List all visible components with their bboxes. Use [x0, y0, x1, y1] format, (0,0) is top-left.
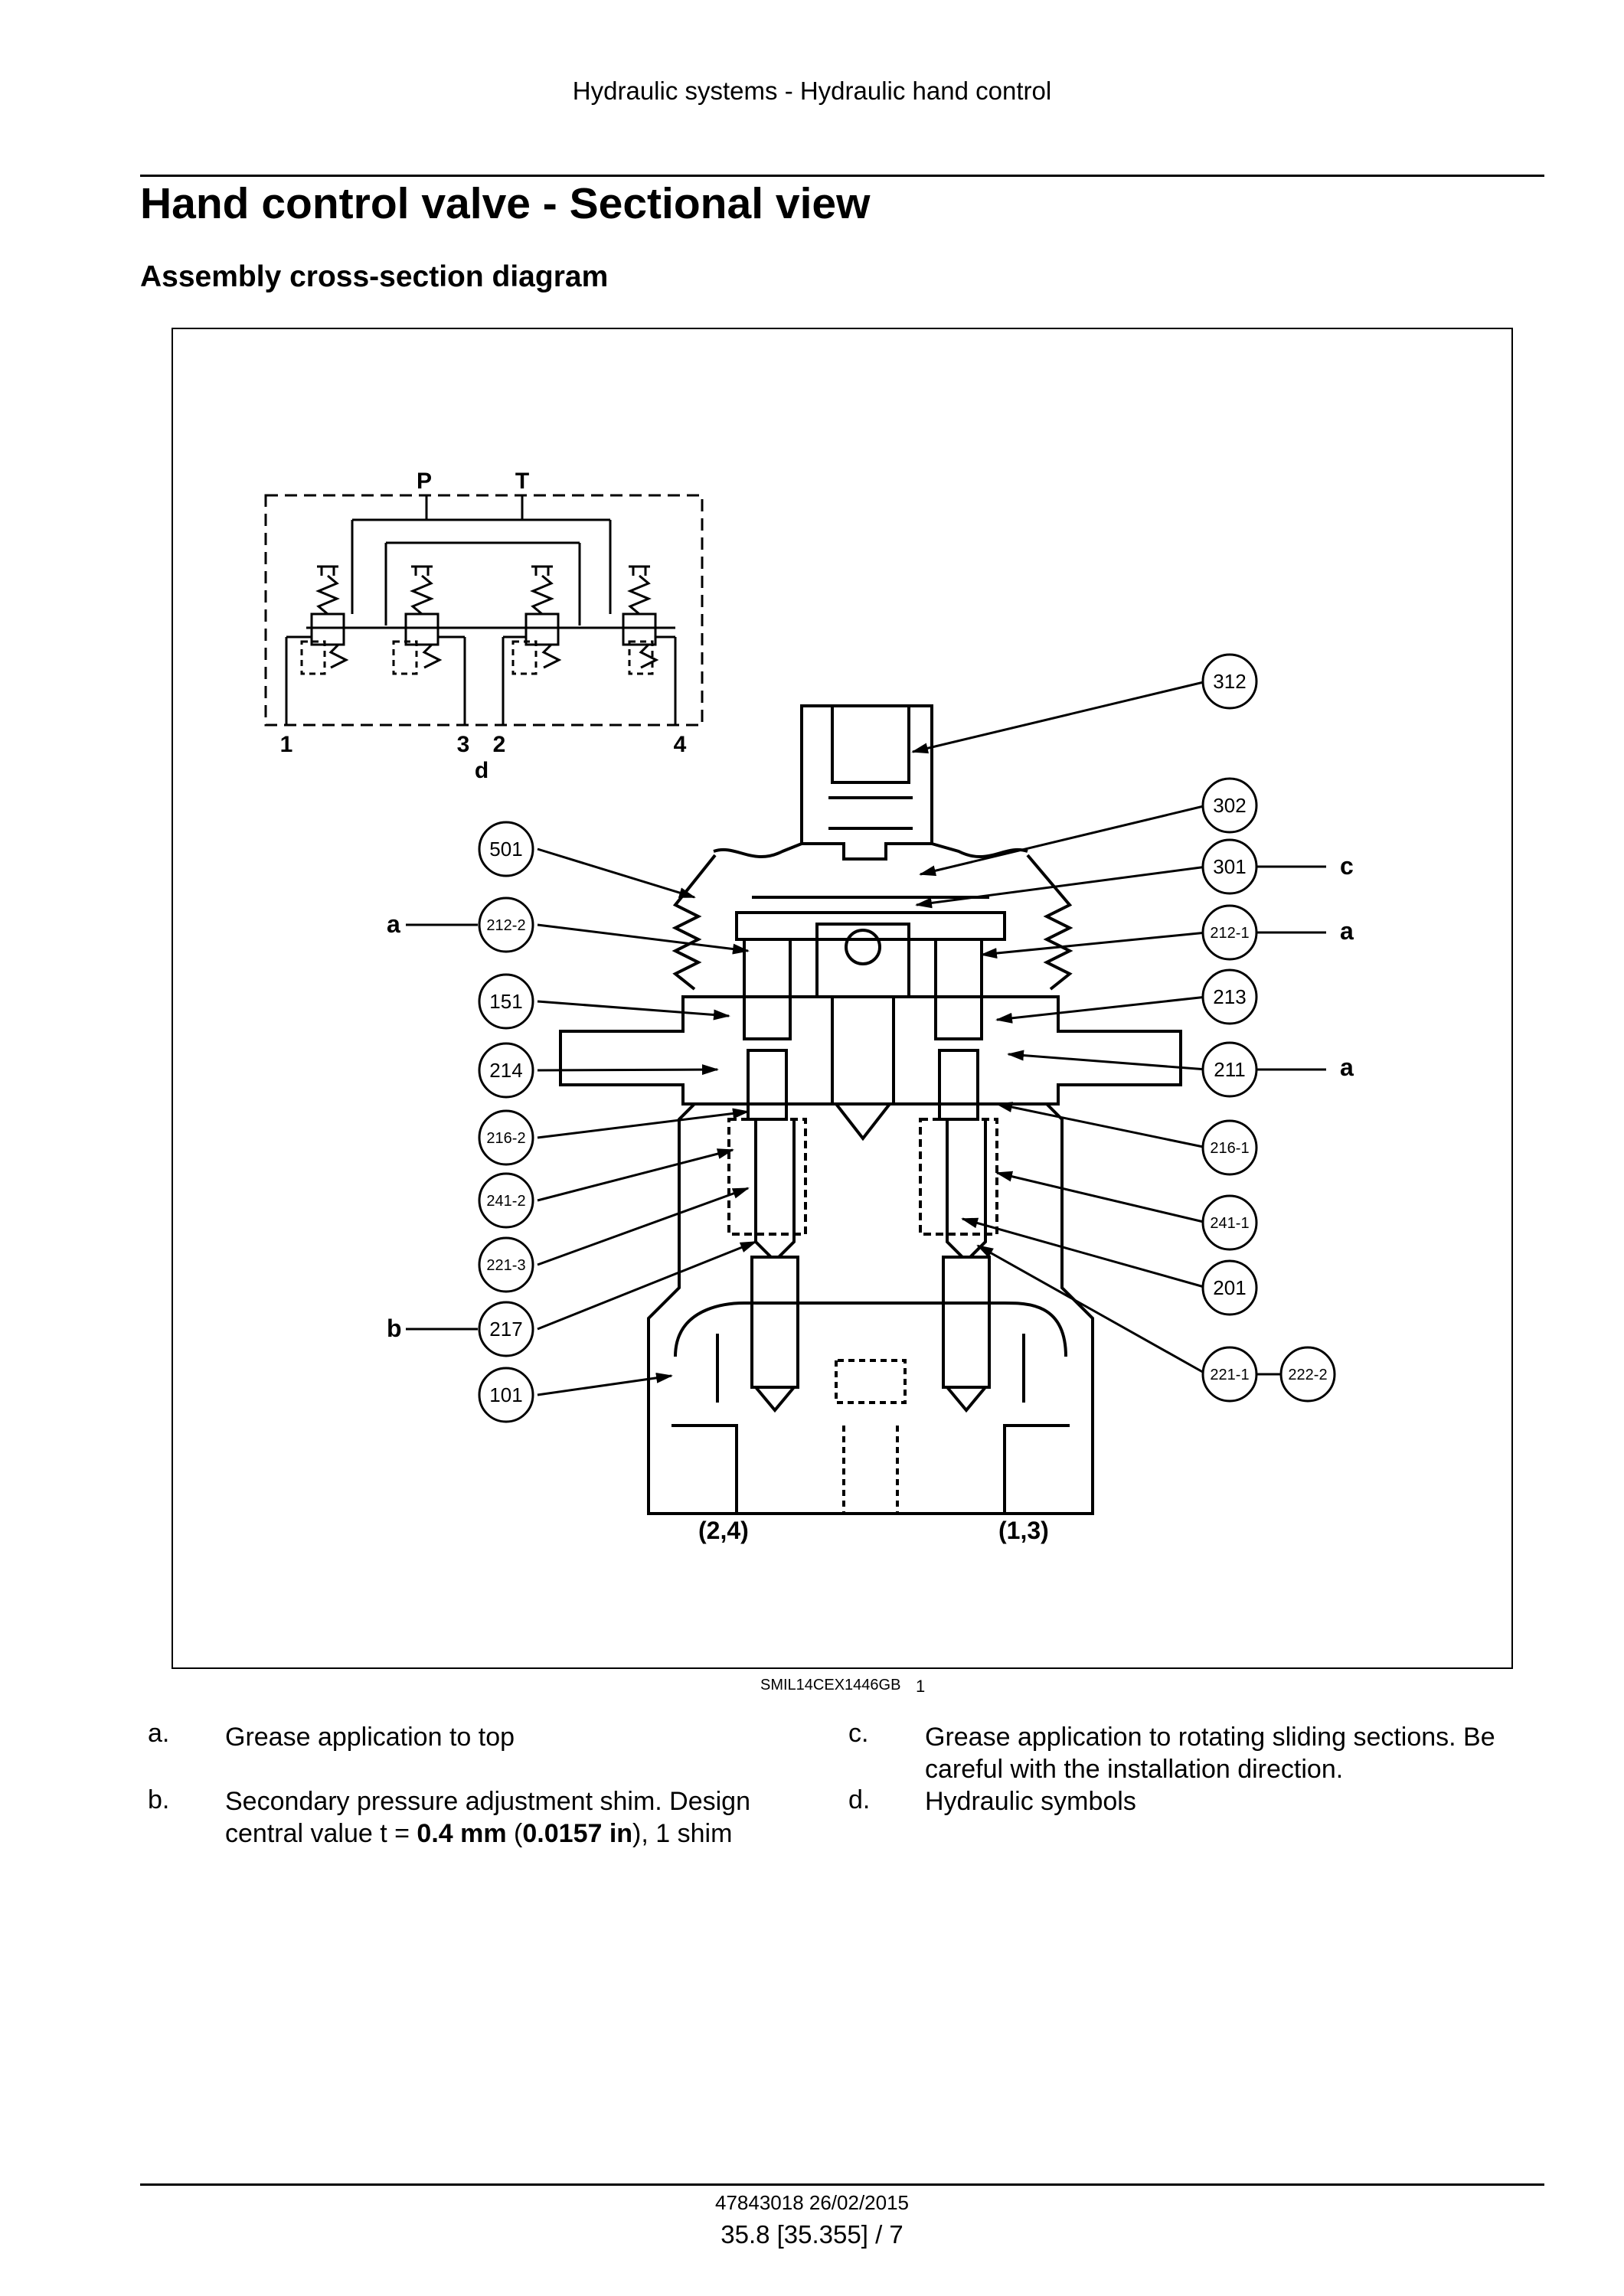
legend-text-b-part2: (: [506, 1819, 523, 1848]
legend-text-b-part1: Secondary pressure adjustment shim. Desi…: [225, 1787, 750, 1848]
callout-212-1: 212-1: [1210, 925, 1249, 942]
callout-217: 217: [489, 1318, 522, 1341]
legend-text-b-in: 0.0157 in: [522, 1819, 633, 1848]
legend-text-b-mm: 0.4 mm: [417, 1819, 507, 1848]
leader-lines: [537, 680, 1207, 1396]
callout-212-2: 212-2: [486, 917, 525, 934]
callout-241-1: 241-1: [1210, 1215, 1249, 1232]
cross-section-diagram: P T 1 3 2 4 d: [264, 469, 1354, 1544]
legend-key-b: b.: [148, 1785, 170, 1814]
schematic-outlet-2: 2: [493, 732, 506, 757]
schematic-outlet-4: 4: [674, 732, 687, 757]
section-subtitle: Assembly cross-section diagram: [140, 260, 609, 293]
port-label-2-4: (2,4): [698, 1517, 749, 1544]
schematic-outlet-3: 3: [457, 732, 470, 757]
legend-text-c: Grease application to rotating sliding s…: [925, 1723, 1495, 1784]
tag-a-lower-right: a: [1340, 1053, 1354, 1081]
callout-211: 211: [1214, 1058, 1245, 1081]
legend-key-c: c.: [848, 1719, 869, 1748]
callout-301: 301: [1213, 855, 1246, 878]
callout-213: 213: [1213, 985, 1246, 1008]
callout-101: 101: [489, 1383, 522, 1406]
figure-number: 1: [916, 1677, 926, 1696]
callout-214: 214: [489, 1059, 522, 1082]
callout-501: 501: [489, 838, 522, 861]
callout-221-3: 221-3: [486, 1257, 525, 1274]
figure-reference-code: SMIL14CEX1446GB: [760, 1677, 901, 1693]
callout-151: 151: [489, 990, 522, 1013]
callout-302: 302: [1213, 794, 1246, 817]
header-rule: [140, 175, 1544, 177]
callout-216-1: 216-1: [1210, 1140, 1249, 1157]
tag-b: b: [387, 1315, 402, 1342]
legend-key-a: a.: [148, 1719, 170, 1748]
callout-222-2: 222-2: [1288, 1367, 1327, 1383]
legend-text-a: Grease application to top: [225, 1723, 515, 1752]
schematic-port-p: P: [417, 469, 432, 494]
callout-216-2: 216-2: [486, 1130, 525, 1147]
callout-221-1: 221-1: [1210, 1367, 1249, 1383]
callout-312: 312: [1213, 670, 1246, 693]
callout-201: 201: [1213, 1276, 1246, 1299]
legend-key-d: d.: [848, 1785, 871, 1814]
footer-page-ref: 35.8 [35.355] / 7: [721, 2220, 903, 2249]
schematic-symbol-d: d: [475, 758, 489, 783]
tag-a-left: a: [387, 910, 400, 938]
tag-c: c: [1340, 852, 1354, 880]
schematic-outlet-1: 1: [280, 732, 293, 757]
legend-text-b: Secondary pressure adjustment shim. Desi…: [225, 1785, 807, 1850]
running-header: Hydraulic systems - Hydraulic hand contr…: [572, 77, 1052, 105]
footer-doc-id: 47843018 26/02/2015: [714, 2191, 910, 2214]
figure-frame: P T 1 3 2 4 d: [172, 328, 1513, 1669]
page-title: Hand control valve - Sectional view: [140, 179, 871, 228]
tag-a-upper-right: a: [1340, 917, 1354, 945]
legend-text-b-part3: ), 1 shim: [632, 1819, 733, 1848]
hydraulic-schematic: [264, 494, 704, 727]
legend-text-d: Hydraulic symbols: [925, 1787, 1136, 1816]
valve-body: [559, 704, 1182, 1515]
footer-rule: [140, 2183, 1544, 2186]
callout-241-2: 241-2: [486, 1193, 525, 1210]
schematic-port-t: T: [515, 469, 529, 494]
port-label-1-3: (1,3): [998, 1517, 1049, 1544]
